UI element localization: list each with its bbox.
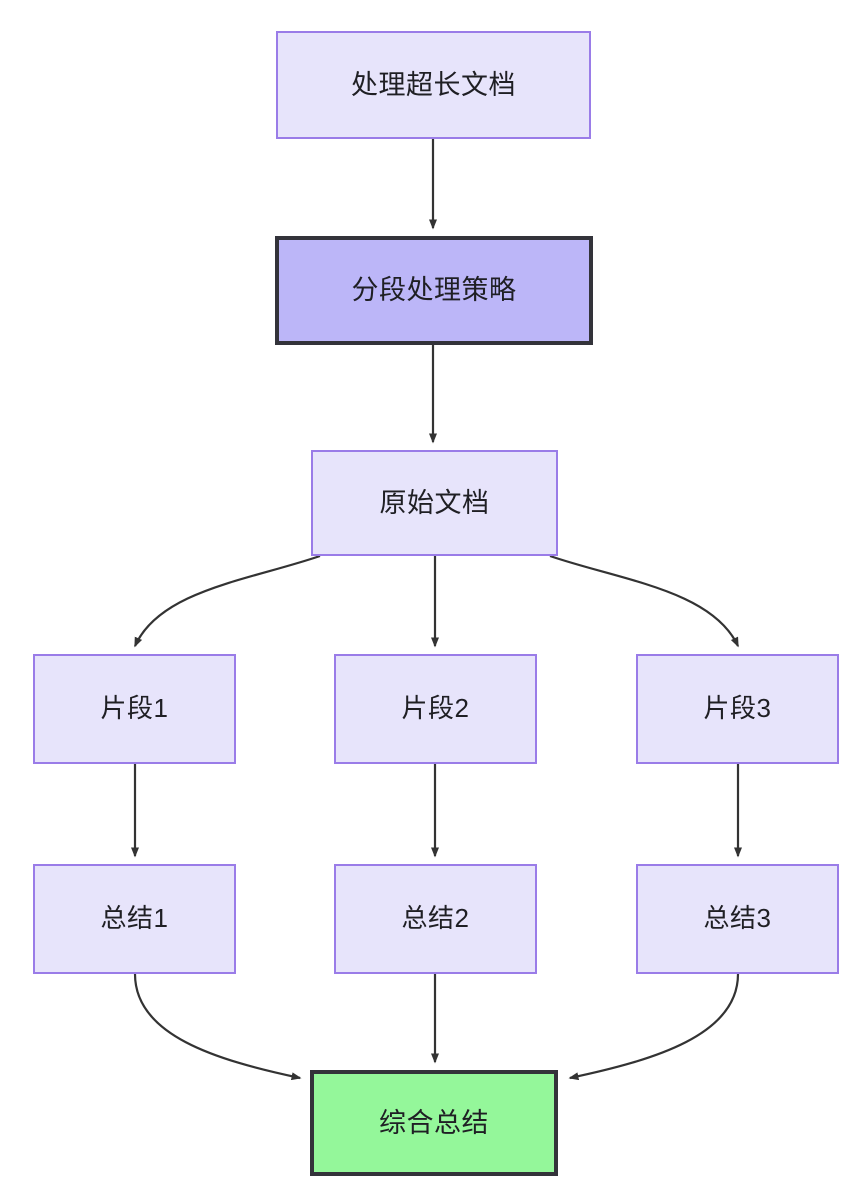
node-start-label: 处理超长文档: [351, 69, 516, 100]
node-chunk-2-label: 片段2: [401, 693, 470, 724]
node-strategy[interactable]: 分段处理策略: [275, 236, 593, 345]
node-start[interactable]: 处理超长文档: [276, 31, 591, 139]
node-source-document-label: 原始文档: [379, 487, 490, 518]
node-final-summary-label: 综合总结: [379, 1107, 489, 1138]
node-summary-2[interactable]: 总结2: [334, 864, 537, 974]
node-chunk-3-label: 片段3: [703, 693, 772, 724]
node-summary-3-label: 总结3: [703, 903, 772, 934]
edge-source-to-chunk1: [133, 554, 321, 648]
node-chunk-1-label: 片段1: [100, 693, 169, 724]
node-chunk-1[interactable]: 片段1: [33, 654, 236, 764]
node-chunk-2[interactable]: 片段2: [334, 654, 537, 764]
node-summary-2-label: 总结2: [401, 903, 470, 934]
node-chunk-3[interactable]: 片段3: [636, 654, 839, 764]
node-summary-1[interactable]: 总结1: [33, 864, 236, 974]
edge-summary1-to-final: [133, 973, 302, 1081]
node-summary-1-label: 总结1: [100, 903, 169, 934]
node-source-document[interactable]: 原始文档: [311, 450, 558, 556]
node-final-summary[interactable]: 综合总结: [310, 1070, 558, 1176]
edge-source-to-chunk3: [549, 554, 739, 648]
node-strategy-label: 分段处理策略: [351, 275, 517, 306]
node-summary-3[interactable]: 总结3: [636, 864, 839, 974]
edge-summary3-to-final: [568, 973, 740, 1081]
